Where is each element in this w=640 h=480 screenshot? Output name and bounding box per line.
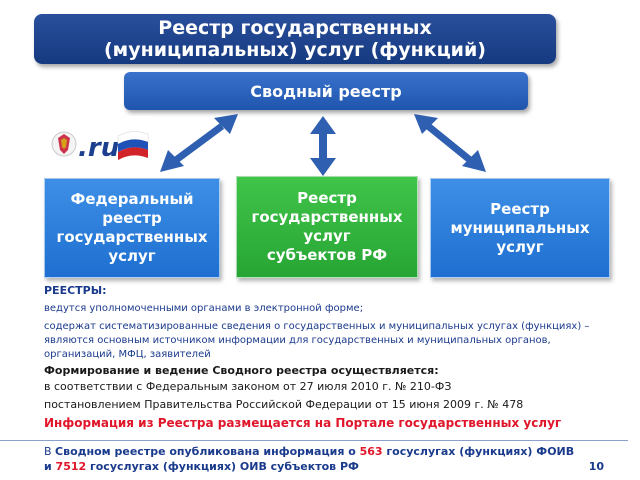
arrow-center-icon <box>310 116 336 176</box>
formation-heading: Формирование и ведение Сводного реестра … <box>44 364 439 377</box>
federal-registry-label: Федеральный реестр государственных услуг <box>56 190 208 265</box>
footer-count-1: 563 <box>359 445 383 458</box>
law-reference-2: постановлением Правительства Российской … <box>44 398 524 411</box>
arrow-left-icon <box>160 114 238 172</box>
regional-registry-label: Реестр государственных услуг субъектов Р… <box>251 189 403 264</box>
registries-heading: РЕЕСТРЫ: <box>44 284 107 297</box>
footer-divider <box>0 440 628 441</box>
gosuslugi-logo: .ru <box>48 116 152 172</box>
footer-part-2: Сводном реестре опубликована информация … <box>55 445 360 458</box>
footer-note: В Сводном реестре опубликована информаци… <box>44 444 584 474</box>
summary-registry-label: Сводный реестр <box>250 81 402 101</box>
title-line-2: (муниципальных) услуг (функций) <box>103 39 486 61</box>
svg-text:.ru: .ru <box>78 133 119 163</box>
registries-item-1: ведутся уполномоченными органами в элект… <box>44 303 364 314</box>
municipal-registry-label: Реестр муниципальных услуг <box>450 199 590 256</box>
federal-registry-box: Федеральный реестр государственных услуг <box>44 178 220 278</box>
description-text: РЕЕСТРЫ: ведутся уполномоченными органам… <box>44 284 612 430</box>
page-title: Реестр государственных (муниципальных) у… <box>34 14 556 64</box>
title-line-1: Реестр государственных <box>158 17 432 39</box>
regional-registry-box: Реестр государственных услуг субъектов Р… <box>236 176 418 278</box>
portal-note: Информация из Реестра размещается на Пор… <box>44 416 562 430</box>
logo-graphic: .ru <box>51 131 149 163</box>
footer-part-1: В <box>44 445 56 458</box>
footer-part-3: госуслугах (функциях) ФОИВ и <box>44 445 575 473</box>
summary-registry-box: Сводный реестр <box>124 72 528 110</box>
municipal-registry-box: Реестр муниципальных услуг <box>430 178 610 278</box>
registries-item-2: содержат систематизированные сведения о … <box>44 321 590 360</box>
footer-count-2: 7512 <box>55 460 87 473</box>
page-number: 10 <box>588 460 604 473</box>
footer-part-4: госуслугах (функциях) ОИВ субъектов РФ <box>86 460 359 473</box>
arrow-right-icon <box>414 114 486 172</box>
law-reference-1: в соответствии с Федеральным законом от … <box>44 380 452 393</box>
